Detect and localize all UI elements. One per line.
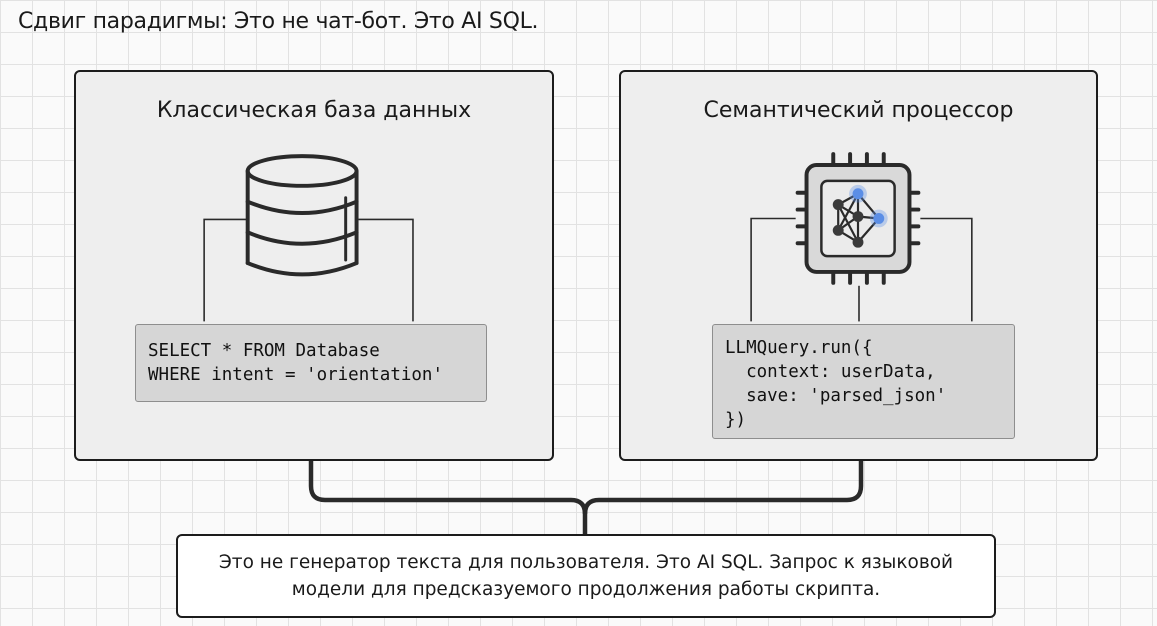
code-line: LLMQuery.run({ (725, 338, 873, 358)
code-line: WHERE intent = 'orientation' (148, 365, 444, 385)
page-title: Сдвиг парадигмы: Это не чат-бот. Это AI … (18, 9, 539, 34)
classic-database-panel: Классическая база данных SELECT * FROM D… (74, 70, 554, 461)
code-line: }) (725, 410, 747, 430)
database-icon (203, 154, 414, 322)
summary-line: модели для предсказуемого продолжения ра… (291, 579, 881, 600)
semantic-query-code-box: LLMQuery.run({ context: userData, save: … (712, 324, 1015, 439)
summary-box: Это не генератор текста для пользователя… (176, 534, 996, 618)
classic-panel-title: Классическая база данных (156, 98, 472, 123)
code-line: SELECT * FROM Database (148, 341, 380, 361)
semantic-panel-title: Семантический процессор (703, 98, 1014, 123)
neural-chip-icon (750, 152, 973, 322)
summary-line: Это не генератор текста для пользователя… (218, 552, 954, 573)
code-line: context: userData, (725, 362, 936, 382)
semantic-processor-panel: Семантический процессор (619, 70, 1098, 461)
code-line: save: 'parsed_json' (725, 386, 947, 406)
classic-sql-code-box: SELECT * FROM Database WHERE intent = 'o… (135, 324, 487, 402)
